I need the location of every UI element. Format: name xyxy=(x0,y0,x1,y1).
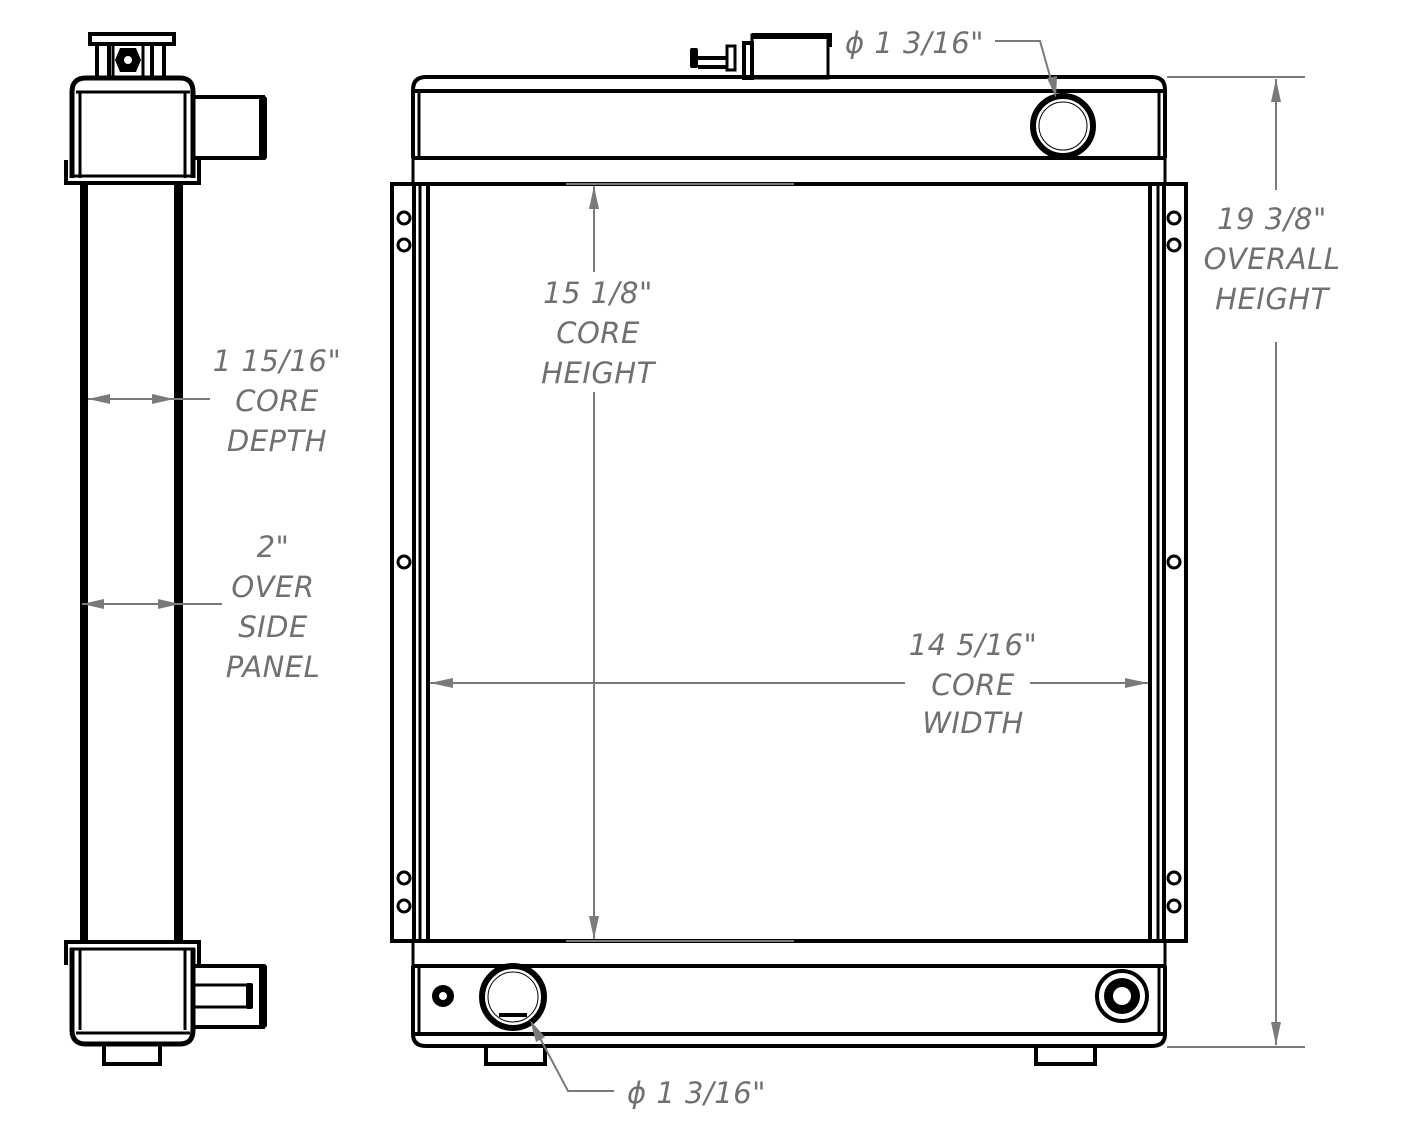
overall-height-label-2: HEIGHT xyxy=(1215,282,1330,316)
core-height-label-2: HEIGHT xyxy=(541,356,656,390)
side-bottom-tank xyxy=(64,940,267,1066)
front-filler-neck-icon xyxy=(690,33,832,80)
mounting-holes-left xyxy=(396,210,412,914)
bottom-port-icon xyxy=(479,963,547,1031)
overall-height-value: 19 3/8" xyxy=(1217,202,1327,236)
over-side-panel-label-3: PANEL xyxy=(226,650,321,684)
core-height-value: 15 1/8" xyxy=(543,276,653,310)
overall-height-label: OVERALL xyxy=(1204,242,1341,276)
front-top-tank xyxy=(411,75,1167,184)
front-core xyxy=(390,182,1188,943)
mounting-holes-right xyxy=(1166,210,1182,914)
over-side-panel-dimension: 2" OVER SIDE PANEL xyxy=(82,530,320,684)
side-core-front-edge xyxy=(80,183,88,941)
side-core-rear-edge xyxy=(174,183,183,941)
core-depth-dimension: 1 15/16" CORE DEPTH xyxy=(88,344,341,458)
core-depth-value: 1 15/16" xyxy=(213,344,342,378)
bottom-port-diameter: ϕ 1 3/16" xyxy=(627,1076,766,1110)
front-view: 15 1/8" CORE HEIGHT 14 5/16" CORE WIDTH … xyxy=(390,26,1341,1110)
overall-height-dimension: 19 3/8" OVERALL HEIGHT xyxy=(1167,76,1341,1048)
core-width-dimension: 14 5/16" CORE WIDTH xyxy=(430,628,1148,740)
core-width-label: CORE xyxy=(931,668,1015,702)
core-height-label: CORE xyxy=(556,316,640,350)
drain-plug-right-icon xyxy=(1095,969,1149,1023)
core-depth-label-2: DEPTH xyxy=(227,424,327,458)
side-view: 1 15/16" CORE DEPTH 2" OVER SIDE PANEL xyxy=(64,32,341,1066)
top-port-callout: ϕ 1 3/16" xyxy=(845,26,1057,98)
over-side-panel-value: 2" xyxy=(257,530,290,564)
top-port-diameter: ϕ 1 3/16" xyxy=(845,26,984,60)
core-width-label-2: WIDTH xyxy=(922,706,1024,740)
side-top-tank xyxy=(64,75,267,185)
bottom-port-callout: ϕ 1 3/16" xyxy=(530,1020,766,1110)
over-side-panel-label-2: SIDE xyxy=(238,610,308,644)
over-side-panel-label: OVER xyxy=(231,570,314,604)
core-depth-label: CORE xyxy=(235,384,319,418)
filler-cap-icon xyxy=(88,32,176,80)
front-bottom-tank xyxy=(411,941,1167,1066)
core-width-value: 14 5/16" xyxy=(909,628,1038,662)
core-height-dimension: 15 1/8" CORE HEIGHT xyxy=(541,183,794,942)
